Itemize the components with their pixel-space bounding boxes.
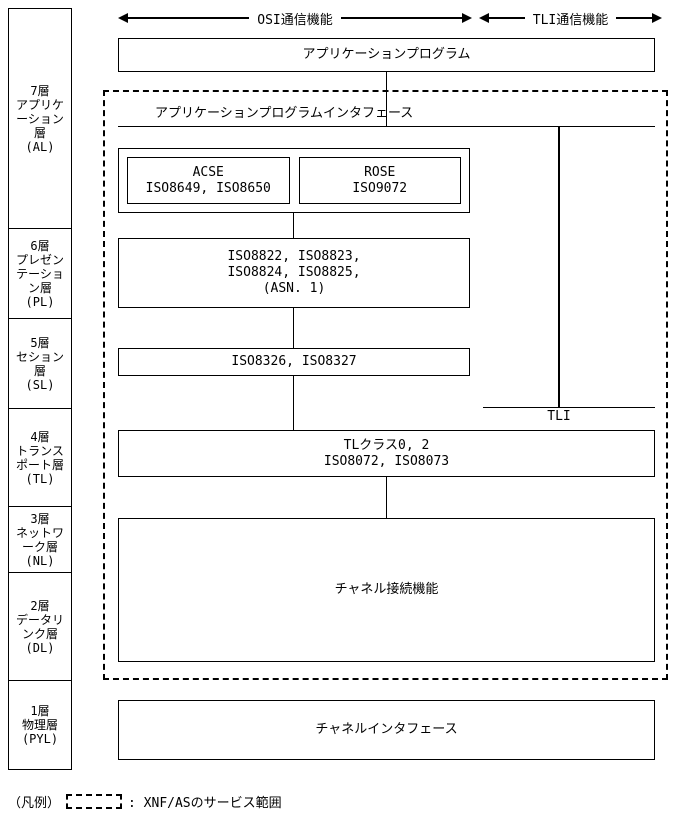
osi-layer-5: 5層 セション 層 (SL)	[8, 318, 72, 409]
arrow-shaft	[128, 17, 250, 19]
arrow-shaft	[340, 17, 463, 19]
osi-layer-6: 6層 プレゼン テーショ ン層 (PL)	[8, 228, 72, 319]
osi-layer-7: 7層 アプリケ ーション 層 (AL)	[8, 8, 72, 229]
osi-layer-4: 4層 トランス ポート層 (TL)	[8, 408, 72, 507]
connector-app-to-api	[386, 72, 387, 126]
osi-layer-2: 2層 データリ ンク層 (DL)	[8, 572, 72, 681]
acse-rose-group-box: ACSE ISO8649, ISO8650 ROSE ISO9072	[118, 148, 470, 213]
channel-interface-box: チャネルインタフェース	[118, 700, 655, 760]
legend-dashed-sample-icon	[66, 794, 123, 809]
rose-box: ROSE ISO9072	[298, 157, 461, 204]
api-label: アプリケーションプログラムインタフェース	[155, 106, 414, 121]
osi-layer-1: 1層 物理層 (PYL)	[8, 680, 72, 770]
presentation-protocols-box: ISO8822, ISO8823, ISO8824, ISO8825, (ASN…	[118, 238, 470, 308]
legend-label: （凡例）	[8, 796, 61, 811]
arrowhead-left-icon	[479, 13, 489, 23]
connector-transport-channel	[386, 476, 387, 518]
arrowhead-right-icon	[652, 13, 663, 23]
application-program-box: アプリケーションプログラム	[118, 38, 655, 72]
tli-arrow-label: TLI通信機能	[532, 12, 609, 28]
osi-function-span-arrow: OSI通信機能	[118, 10, 473, 28]
arrow-shaft	[489, 17, 525, 19]
connector-presentation-session	[293, 307, 294, 348]
api-boundary-line	[118, 126, 655, 127]
tli-function-span-arrow: TLI通信機能	[479, 10, 663, 28]
osi-arrow-label: OSI通信機能	[257, 12, 333, 28]
legend-row: （凡例） : XNF/ASのサービス範囲	[8, 792, 282, 811]
tli-label: TLI	[547, 409, 571, 424]
tli-boundary-line	[483, 407, 655, 408]
acse-box: ACSE ISO8649, ISO8650	[127, 157, 290, 204]
tli-vertical-line	[558, 126, 560, 407]
arrow-shaft	[616, 17, 653, 19]
connector-acse-presentation	[293, 212, 294, 238]
connector-session-transport	[293, 375, 294, 430]
xnfas-service-boundary	[103, 90, 668, 680]
session-protocols-box: ISO8326, ISO8327	[118, 348, 470, 376]
transport-class-box: TLクラス0, 2 ISO8072, ISO8073	[118, 430, 655, 477]
arrowhead-left-icon	[118, 13, 128, 23]
arrowhead-right-icon	[462, 13, 473, 23]
legend-note: : XNF/ASのサービス範囲	[128, 796, 282, 811]
channel-connection-box: チャネル接続機能	[118, 518, 655, 662]
osi-layer-3: 3層 ネットワ ーク層 (NL)	[8, 506, 72, 573]
